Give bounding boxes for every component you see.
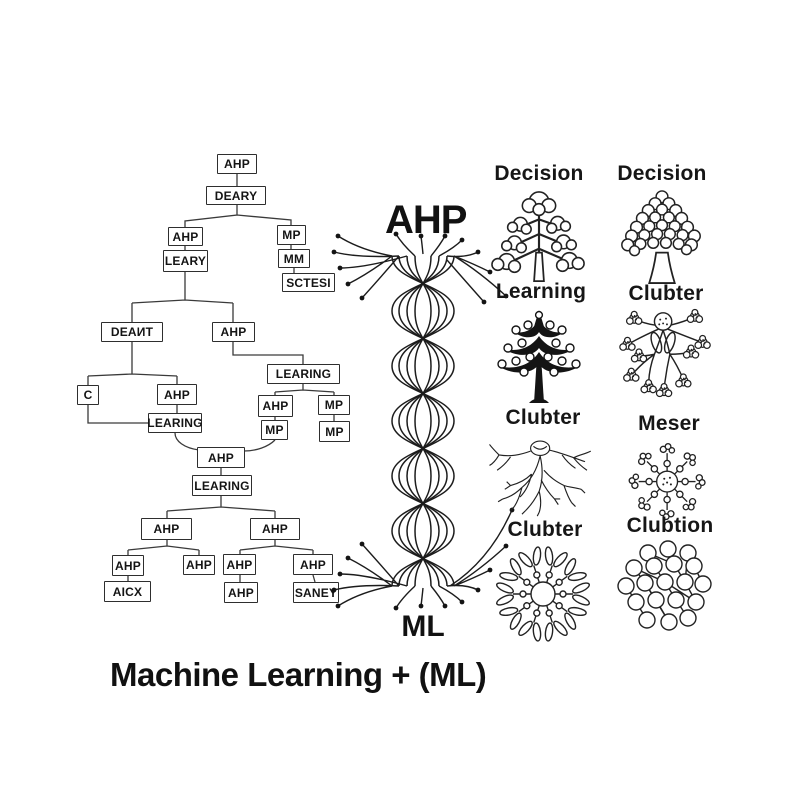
- tree-node-box: DEARY: [206, 186, 266, 205]
- tree-node-box: MP: [318, 395, 350, 415]
- tree-connector-lines: [87, 174, 335, 583]
- tree-node-box: SCTESI: [282, 273, 335, 292]
- cluster-branch-tree-illustration: [619, 308, 711, 398]
- tree-node-box: LEARING: [192, 475, 252, 496]
- braid-end-dots: [331, 231, 515, 611]
- tree-node-box: AHP: [223, 554, 256, 575]
- right-panel-cell: Clubter: [480, 406, 606, 518]
- tree-node-box: SANEY: [293, 582, 339, 603]
- illustration-label: Learning: [495, 280, 587, 303]
- flower-burst-illustration: [496, 546, 590, 642]
- black-pine-tree-illustration: [497, 310, 581, 403]
- right-panel-cell: Clubter: [602, 282, 730, 414]
- tree-node-box: MP: [261, 420, 288, 440]
- circle-network-illustration: [617, 540, 712, 631]
- tree-node-box: AHP: [293, 554, 333, 575]
- tree-node-box: DEAИT: [101, 322, 163, 342]
- tree-node-box: LEARING: [147, 413, 203, 433]
- radial-snowflake-illustration: [628, 443, 706, 521]
- tree-node-box: AHP: [183, 555, 215, 575]
- illustration-label: Meser: [638, 412, 700, 435]
- right-panel-cell: Clubtion: [606, 514, 734, 640]
- right-panel-cell: Decision: [600, 162, 724, 286]
- illustration-label: Clubter: [507, 518, 583, 541]
- illustration-label: Clubter: [628, 282, 704, 305]
- tree-node-box: AHP: [258, 395, 293, 417]
- illustration-label: Clubter: [505, 406, 581, 429]
- tree-node-box: AHP: [197, 447, 245, 468]
- right-panel-cell: Clubter: [480, 518, 610, 644]
- neuron-root-illustration: [489, 440, 592, 517]
- braid-strands: [391, 255, 455, 587]
- braid-bottom-title: ML: [401, 610, 445, 643]
- tree-node-box: LEARING: [267, 364, 340, 384]
- tree-node-box: MP: [277, 225, 306, 245]
- tree-node-box: LEARY: [163, 250, 208, 272]
- illustration-label: Decision: [494, 162, 584, 185]
- tree-node-box: AHP: [217, 154, 257, 174]
- bubble-tree-illustration: [621, 190, 701, 284]
- tree-node-box: C: [77, 385, 99, 405]
- tree-node-box: MP: [319, 421, 350, 442]
- tree-node-box: AHP: [157, 384, 197, 405]
- tree-node-box: AHP: [224, 582, 258, 603]
- tree-node-box: AHP: [141, 518, 192, 540]
- tree-node-box: MM: [278, 249, 310, 268]
- right-panel-cell: Decision: [478, 162, 600, 286]
- tree-node-box: AHP: [112, 555, 144, 576]
- cloud-tree-illustration: [491, 191, 585, 282]
- braid-top-title: AHP: [385, 198, 467, 242]
- braid-fan-lines: [333, 233, 513, 609]
- right-panel-cell: Learning: [480, 280, 602, 406]
- tree-node-box: AHP: [168, 227, 203, 246]
- illustration-label: Decision: [617, 162, 707, 185]
- right-panel-cell: Meser: [606, 412, 732, 528]
- tree-node-box: AICX: [104, 581, 151, 602]
- tree-node-box: AHP: [212, 322, 255, 342]
- illustration-label: Clubtion: [626, 514, 714, 537]
- diagram-title: Machine Learning + (ML): [110, 656, 487, 693]
- tree-node-box: AHP: [250, 518, 300, 540]
